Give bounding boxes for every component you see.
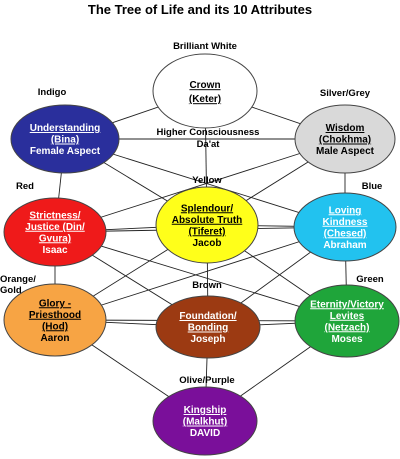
sefira-ellipse-yesod [155,295,261,359]
color-label-tiferet: Yellow [192,175,222,186]
sefira-ellipse-chokhma [294,104,396,174]
sefira-keter: Crown(Keter) [152,53,258,129]
sefira-text-malkhut: Kingship(Malkhut)DAVID [183,405,227,439]
diagram-title: The Tree of Life and its 10 Attributes [88,2,312,17]
sefira-text-tiferet: Splendour/Absolute Truth(Tiferet)Jacob [172,203,243,249]
sefira-ellipse-tiferet [155,186,259,264]
sefira-ellipse-bina [10,104,120,174]
sefira-tiferet: Splendour/Absolute Truth(Tiferet)Jacob [155,186,259,264]
sefira-text-gevura: Strictness/Justice (Din/Gvura)Isaac [25,210,85,256]
color-label-chesed: Blue [362,181,383,192]
sefira-ellipse-hod [3,283,107,357]
sefira-text-keter: Crown(Keter) [189,80,221,105]
sefira-ellipse-malkhut [152,386,258,456]
sefira-bina: Understanding(Bina)Female Aspect [10,104,120,174]
color-label-chokhma: Silver/Grey [320,88,371,99]
sefira-gevura: Strictness/Justice (Din/Gvura)Isaac [3,197,107,267]
path-gevura-netzach [54,231,348,322]
color-label-gevura: Red [16,181,34,192]
color-label-hod: Orange/Gold [0,274,36,296]
path-chesed-hod [54,226,346,321]
sefira-ellipse-netzach [294,284,400,358]
sefira-text-chokhma: Wisdom(Chokhma)Male Aspect [316,123,375,157]
path-chokhma-gevura [54,138,346,233]
color-label-keter: Brilliant White [173,41,237,52]
color-label-yesod: Brown [192,280,222,291]
sefira-ellipse-chesed [293,192,397,262]
color-label-malkhut: Olive/Purple [179,375,234,386]
color-label-bina: Indigo [38,87,67,98]
nodes-layer: Crown(Keter) Wisdom(Chokhma)Male Aspect Un… [3,53,400,456]
sefira-hod: Glory -Priesthood(Hod)Aaron [3,283,107,357]
sefira-ellipse-keter [152,53,258,129]
sefira-text-hod: Glory -Priesthood(Hod)Aaron [29,298,81,344]
sefira-text-bina: Understanding(Bina)Female Aspect [30,123,101,157]
sefira-malkhut: Kingship(Malkhut)DAVID [152,386,258,456]
sefira-ellipse-gevura [3,197,107,267]
color-label-netzach: Green [356,274,384,285]
sefira-chokhma: Wisdom(Chokhma)Male Aspect [294,104,396,174]
